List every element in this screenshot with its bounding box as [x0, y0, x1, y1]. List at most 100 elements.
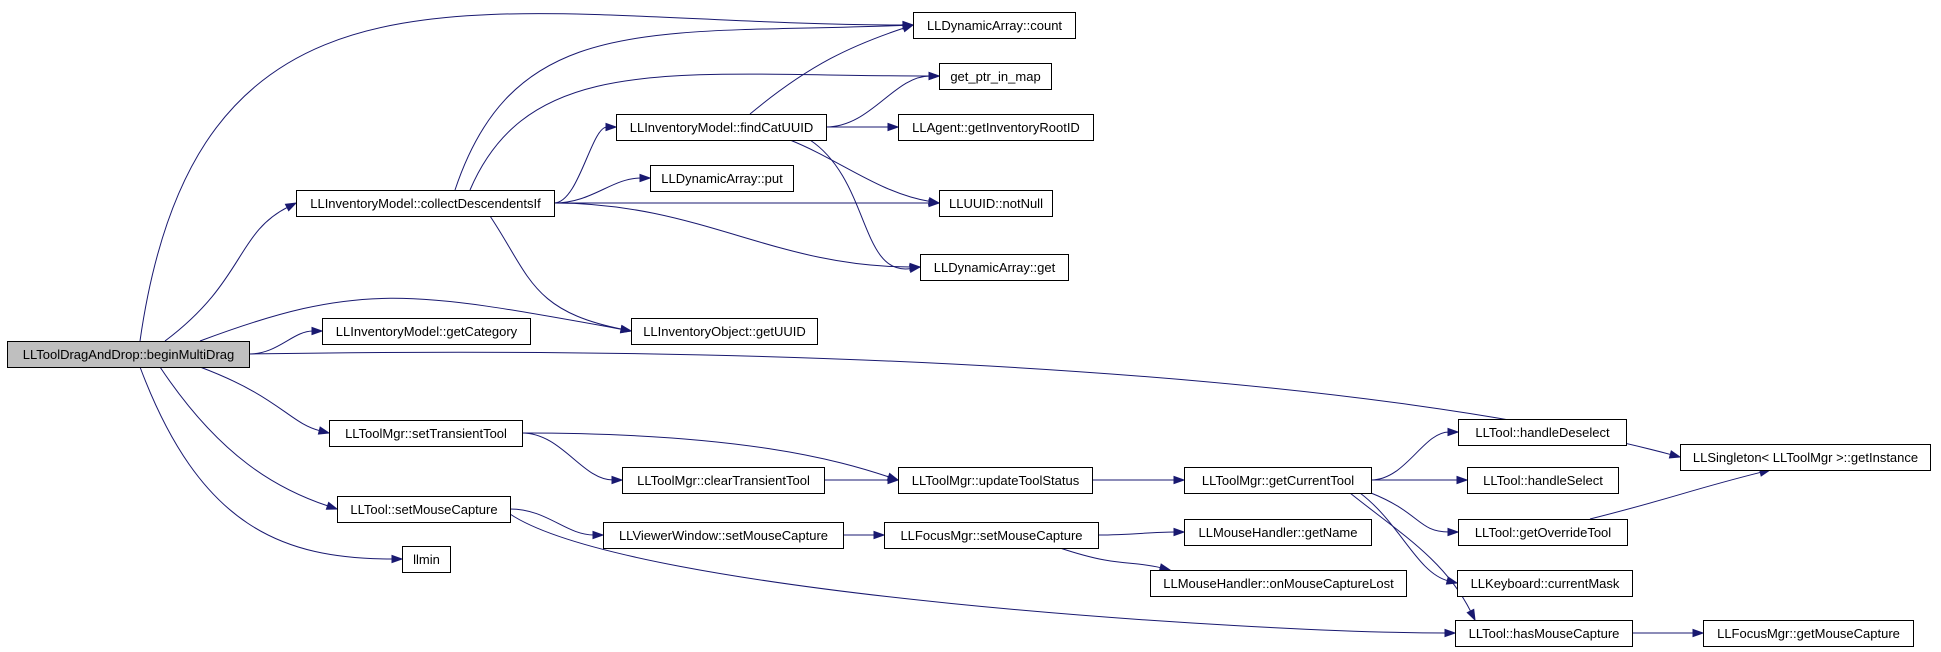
edge-begin-to-getcat: [248, 326, 324, 355]
edge-getcur-to-hasmc: [1349, 492, 1476, 622]
node-updstatus[interactable]: LLToolMgr::updateToolStatus: [898, 467, 1093, 494]
edge-line: [553, 177, 642, 204]
node-box: [1458, 519, 1628, 546]
edge-begin-to-collect: [164, 202, 298, 342]
edge-line: [159, 366, 329, 507]
edge-focussetmc-to-mhgetname: [1097, 527, 1186, 537]
node-label: LLDynamicArray::put: [661, 171, 783, 186]
node-hsel[interactable]: LLTool::handleSelect: [1467, 467, 1619, 494]
edge-arrowhead: [928, 71, 941, 81]
edge-line: [521, 432, 614, 481]
node-daget[interactable]: LLDynamicArray::get: [920, 254, 1069, 281]
node-box: [1703, 620, 1914, 647]
node-cleartrans[interactable]: LLToolMgr::clearTransientTool: [622, 467, 825, 494]
edge-arrowhead: [1668, 450, 1682, 459]
node-label: LLFocusMgr::setMouseCapture: [900, 528, 1082, 543]
node-toolsetmc[interactable]: LLTool::setMouseCapture: [337, 496, 511, 523]
node-hasmc[interactable]: LLTool::hasMouseCapture: [1455, 620, 1633, 647]
node-mhgetname[interactable]: LLMouseHandler::getName: [1184, 519, 1372, 546]
node-box: [329, 420, 523, 447]
edge-arrowhead: [1466, 608, 1476, 622]
edge-line: [1359, 492, 1449, 582]
edge-arrowhead: [927, 197, 941, 206]
edge-line: [1370, 431, 1450, 481]
node-settrans[interactable]: LLToolMgr::setTransientTool: [329, 420, 523, 447]
node-kbmask[interactable]: LLKeyboard::currentMask: [1457, 570, 1633, 597]
node-box: [1455, 620, 1633, 647]
node-mhlost[interactable]: LLMouseHandler::onMouseCaptureLost: [1150, 570, 1407, 597]
node-box: [884, 522, 1099, 549]
edge-cleartrans-to-updstatus: [824, 475, 900, 485]
edge-line: [139, 13, 905, 342]
edge-arrowhead: [391, 554, 404, 564]
edge-hasmc-to-focusgetmc: [1632, 628, 1705, 638]
node-getuuid[interactable]: LLInventoryObject::getUUID: [631, 318, 818, 345]
node-hdesel[interactable]: LLTool::handleDeselect: [1458, 419, 1627, 446]
edge-line: [164, 206, 289, 342]
node-agentroot[interactable]: LLAgent::getInventoryRootID: [898, 114, 1094, 141]
edge-line: [553, 126, 608, 204]
node-override[interactable]: LLTool::getOverrideTool: [1458, 519, 1628, 546]
edge-line: [1589, 471, 1762, 520]
node-box: [337, 496, 511, 523]
edge-arrowhead: [1692, 628, 1705, 638]
edge-line: [454, 24, 905, 191]
edge-begin-to-llmin: [139, 366, 404, 564]
node-begin[interactable]: LLToolDragAndDrop::beginMultiDrag: [7, 341, 250, 368]
edge-begin-to-dacount: [139, 13, 915, 342]
edge-arrowhead: [325, 501, 339, 510]
node-findcat[interactable]: LLInventoryModel::findCatUUID: [616, 114, 827, 141]
node-focussetmc[interactable]: LLFocusMgr::setMouseCapture: [884, 522, 1099, 549]
node-daput[interactable]: LLDynamicArray::put: [650, 165, 794, 192]
edge-line: [509, 508, 595, 536]
edge-line: [1097, 531, 1176, 536]
node-label: LLViewerWindow::setMouseCapture: [619, 528, 828, 543]
node-box: [898, 467, 1093, 494]
node-label: LLDynamicArray::get: [934, 260, 1056, 275]
edge-settrans-to-cleartrans: [521, 432, 624, 485]
node-box: [7, 341, 250, 368]
node-collect[interactable]: LLInventoryModel::collectDescendentsIf: [296, 190, 555, 217]
node-label: LLToolMgr::setTransientTool: [345, 426, 507, 441]
node-box: [1150, 570, 1407, 597]
node-getptr[interactable]: get_ptr_in_map: [939, 63, 1052, 90]
edge-arrowhead: [1447, 527, 1460, 537]
node-box: [939, 63, 1052, 90]
edge-arrowhead: [1447, 427, 1460, 437]
node-box: [920, 254, 1069, 281]
edge-getcur-to-override: [1370, 492, 1460, 537]
node-box: [1184, 519, 1372, 546]
edge-updstatus-to-getcur: [1092, 475, 1186, 485]
edge-findcat-to-dacount: [749, 24, 915, 115]
node-viewsetmc[interactable]: LLViewerWindow::setMouseCapture: [603, 522, 844, 549]
node-singleton[interactable]: LLSingleton< LLToolMgr >::getInstance: [1680, 444, 1931, 471]
node-label: LLToolMgr::updateToolStatus: [912, 473, 1080, 488]
edge-line: [789, 139, 931, 203]
node-label: LLTool::setMouseCapture: [350, 502, 497, 517]
node-dacount[interactable]: LLDynamicArray::count: [913, 12, 1076, 39]
node-getcur[interactable]: LLToolMgr::getCurrentTool: [1184, 467, 1372, 494]
edge-arrowhead: [284, 202, 298, 212]
node-label: LLToolMgr::clearTransientTool: [637, 473, 810, 488]
edge-arrowhead: [639, 173, 652, 183]
node-llmin[interactable]: llmin: [402, 546, 451, 573]
node-box: [1457, 570, 1633, 597]
edge-line: [1059, 547, 1162, 569]
edge-collect-to-findcat: [553, 122, 618, 204]
node-label: LLInventoryModel::findCatUUID: [630, 120, 814, 135]
edge-line: [749, 27, 905, 115]
edge-viewsetmc-to-focussetmc: [843, 530, 886, 540]
edge-arrowhead: [908, 264, 922, 273]
node-label: LLDynamicArray::count: [927, 18, 1062, 33]
node-notnull[interactable]: LLUUID::notNull: [939, 190, 1053, 217]
edge-arrowhead: [1456, 475, 1469, 485]
node-label: LLMouseHandler::getName: [1199, 525, 1358, 540]
edge-begin-to-toolsetmc: [159, 366, 339, 510]
edge-arrowhead: [619, 324, 633, 334]
node-label: LLToolMgr::getCurrentTool: [1202, 473, 1354, 488]
edge-line: [489, 215, 623, 330]
node-getcat[interactable]: LLInventoryModel::getCategory: [322, 318, 531, 345]
node-focusgetmc[interactable]: LLFocusMgr::getMouseCapture: [1703, 620, 1914, 647]
node-box: [1467, 467, 1619, 494]
